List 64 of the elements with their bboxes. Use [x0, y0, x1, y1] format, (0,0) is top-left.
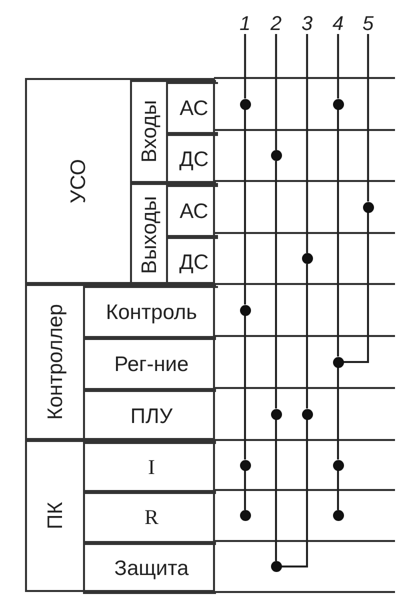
row-cell	[83, 390, 216, 442]
row-cell	[166, 82, 218, 134]
row-cell	[83, 442, 216, 492]
row-group-cell	[130, 183, 216, 286]
row-cell	[166, 185, 218, 237]
bus-line	[337, 368, 339, 460]
group-label: Контроллер	[44, 304, 66, 420]
bus-line	[344, 212, 369, 363]
line-number: 1	[240, 14, 251, 34]
bus-line	[244, 34, 246, 98]
group-label: ПК	[44, 502, 66, 530]
junction-dot	[302, 408, 312, 420]
junction-dot	[270, 561, 282, 572]
junction-dot	[240, 98, 250, 110]
row-group-cell	[25, 440, 214, 592]
row-label: Рег-ние	[114, 354, 189, 374]
group-label: Входы	[138, 100, 160, 163]
junction-dot	[332, 460, 344, 470]
row-label: ДС	[179, 149, 209, 170]
junction-dot	[240, 460, 250, 470]
row-group-cell	[130, 80, 216, 183]
line-number: 3	[302, 14, 313, 34]
bus-line	[367, 34, 370, 202]
row-label: АС	[180, 98, 208, 118]
row-cell	[83, 492, 216, 543]
bus-line	[337, 34, 340, 98]
row-label: I	[148, 456, 155, 478]
row-group-cell	[25, 284, 214, 440]
row-cell	[166, 237, 218, 288]
bus-line	[275, 34, 278, 150]
junction-dot	[332, 98, 344, 110]
row-label: Защита	[114, 558, 189, 579]
junction-dot	[270, 150, 282, 161]
group-label: УСО	[68, 158, 89, 204]
junction-dot	[332, 510, 344, 521]
line-number: 4	[332, 14, 344, 34]
junction-dot	[302, 253, 312, 264]
row-label: ДС	[179, 252, 209, 273]
row-cell	[83, 338, 216, 390]
row-label: Контроль	[106, 302, 198, 322]
row-cell	[83, 543, 216, 594]
junction-dot	[270, 408, 282, 420]
row-cell	[166, 134, 218, 185]
row-label: АС	[180, 200, 208, 222]
junction-dot	[240, 510, 250, 521]
bus-line	[275, 420, 277, 561]
bus-line	[337, 110, 339, 356]
line-number: 2	[270, 14, 282, 34]
bus-line	[244, 470, 246, 510]
bus-line	[275, 161, 277, 408]
junction-dot	[362, 202, 374, 212]
bus-line	[306, 264, 308, 408]
bus-line	[282, 420, 308, 568]
row-cell	[83, 286, 216, 338]
row-label: R	[144, 507, 158, 528]
bus-line	[337, 470, 339, 510]
bus-line	[244, 110, 246, 304]
junction-dot	[332, 356, 344, 368]
line-number: 5	[362, 14, 374, 34]
junction-dot	[240, 304, 250, 316]
row-label: ПЛУ	[130, 406, 173, 426]
group-label: Выходы	[138, 196, 160, 274]
bus-line	[244, 316, 246, 460]
bus-line	[306, 34, 308, 253]
